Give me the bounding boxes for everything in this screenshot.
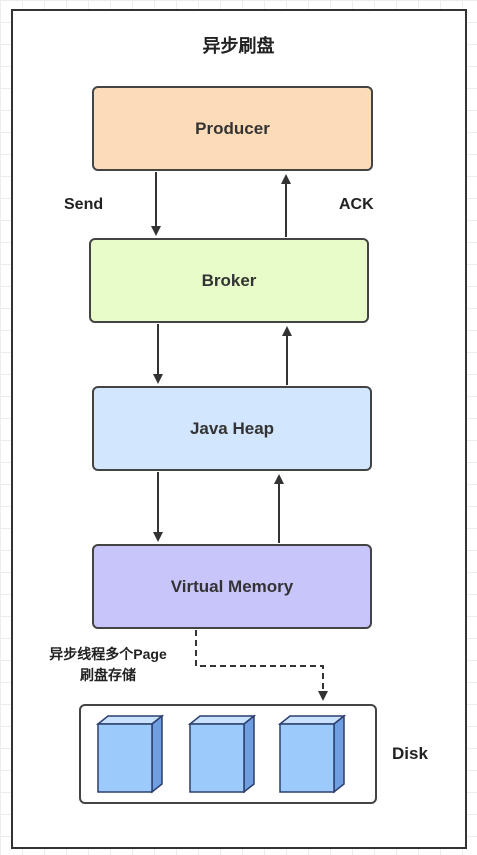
disk-block-2 bbox=[187, 714, 257, 794]
java-heap-node: Java Heap bbox=[92, 386, 372, 471]
async-flush-dashed-arrow bbox=[195, 630, 328, 701]
virtual-memory-label: Virtual Memory bbox=[170, 576, 294, 596]
send-label: Send bbox=[64, 196, 104, 213]
broker-node: Broker bbox=[89, 238, 369, 323]
disk-label: Disk bbox=[392, 744, 428, 763]
async-flush-note: 异步线程多个Page 刷盘存储 bbox=[28, 644, 188, 686]
async-note-line-1: 异步线程多个Page bbox=[49, 646, 167, 662]
virtual-memory-node: Virtual Memory bbox=[92, 544, 372, 629]
java-heap-label: Java Heap bbox=[189, 418, 275, 438]
broker-label: Broker bbox=[201, 270, 257, 290]
diagram-title: 异步刷盘 bbox=[202, 36, 275, 56]
producer-node: Producer bbox=[92, 86, 373, 171]
async-note-line-2: 刷盘存储 bbox=[80, 667, 136, 683]
ack-label: ACK bbox=[339, 196, 374, 213]
disk-block-1 bbox=[95, 714, 165, 794]
producer-label: Producer bbox=[195, 118, 270, 138]
disk-block-3 bbox=[277, 714, 347, 794]
